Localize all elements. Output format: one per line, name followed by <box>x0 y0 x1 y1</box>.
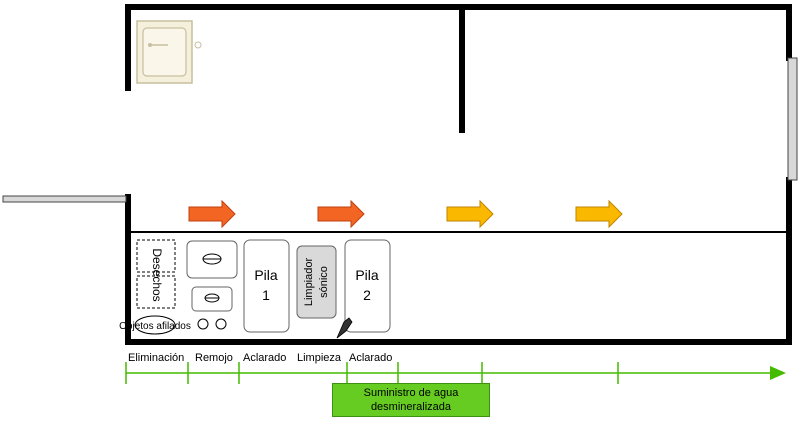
sharps-label: Objetos afilados <box>119 321 191 332</box>
sink-2-number: 2 <box>363 287 371 303</box>
process-timeline <box>125 362 786 384</box>
room-walls <box>125 4 792 345</box>
ultrasonic-label-line1: Limpiador <box>303 258 315 307</box>
stage-label-remojo: Remojo <box>195 352 233 364</box>
flow-arrow-1 <box>188 199 236 229</box>
sharps-cap-1 <box>197 318 209 330</box>
sink-2 <box>344 239 391 333</box>
sharps-container <box>134 315 176 335</box>
right-window <box>787 57 798 181</box>
sink-1 <box>243 239 290 333</box>
flow-arrows <box>188 199 623 229</box>
faucet-icon <box>336 317 353 339</box>
water-supply-line1: Suministro de agua <box>363 387 459 399</box>
flow-arrow-3 <box>446 199 494 229</box>
ultrasonic-cleaner <box>296 245 337 319</box>
waste-label: Desechos <box>150 248 164 301</box>
left-door <box>2 195 127 203</box>
flow-arrow-2 <box>317 199 365 229</box>
stage-label-aclarado-2: Aclarado <box>349 352 393 364</box>
sink-2-label: Pila <box>355 267 379 283</box>
timeline-arrowhead <box>770 366 786 380</box>
hand-wash-basin <box>136 20 202 84</box>
flow-arrow-4 <box>575 199 623 229</box>
sharps-cap-2 <box>215 318 227 330</box>
ultrasonic-label-line2: sónico <box>318 266 330 298</box>
water-supply-line2: desmineralizada <box>370 401 452 413</box>
stage-label-eliminacion: Eliminación <box>128 352 185 364</box>
sink-1-number: 1 <box>262 287 270 303</box>
water-supply-box: Suministro de agua desmineralizada <box>332 383 490 417</box>
sink-1-label: Pila <box>254 267 278 283</box>
stage-label-limpieza: Limpieza <box>297 352 342 364</box>
stage-label-aclarado-1: Aclarado <box>243 352 287 364</box>
